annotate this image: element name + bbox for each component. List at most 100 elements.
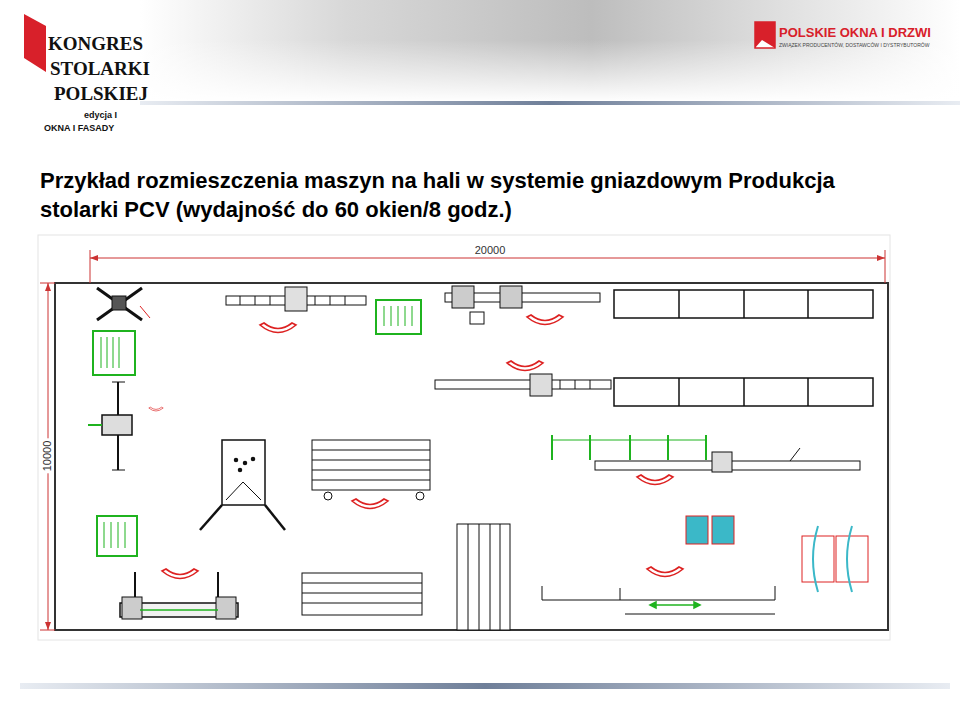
- dimension-arrows: [45, 255, 885, 630]
- wheel: [324, 492, 332, 500]
- machine-part: [112, 382, 125, 383]
- rack: [457, 524, 510, 630]
- vertical-machine: [88, 382, 132, 470]
- work-table: [376, 300, 421, 334]
- rail: [552, 440, 706, 441]
- arrowhead: [877, 255, 885, 261]
- grid-line: [125, 522, 126, 548]
- dot: [235, 459, 238, 462]
- assembly-posts: [552, 435, 706, 460]
- wheel: [416, 492, 424, 500]
- hall-wall: [55, 283, 888, 630]
- logo-subtitle: ZWIĄZEK PRODUCENTÓW, DOSTAWCÓW I DYSTRYB…: [779, 43, 929, 48]
- extension-line: [90, 250, 91, 283]
- logo-flag-fill: [755, 22, 775, 48]
- rack: [614, 378, 873, 406]
- rack-divider: [678, 290, 680, 318]
- machine-head: [712, 452, 732, 472]
- bench-leg: [265, 505, 285, 530]
- machine-part: [112, 296, 126, 310]
- arrowhead: [45, 283, 51, 291]
- bench-part: [226, 482, 261, 500]
- rack-divider: [743, 290, 745, 318]
- window: [712, 516, 734, 544]
- header-fade: [140, 40, 960, 102]
- operator-symbol: [149, 407, 163, 411]
- logo-word: STOLARKI: [50, 59, 150, 78]
- rack-divider: [807, 290, 809, 318]
- segment: [270, 296, 271, 305]
- operator-symbol: [352, 499, 388, 509]
- rail: [542, 586, 775, 600]
- profile-rack: [302, 573, 422, 615]
- extension-line: [885, 250, 886, 283]
- machine-marks: [140, 306, 150, 318]
- window: [836, 536, 868, 582]
- segment: [575, 380, 576, 389]
- grid-line: [384, 306, 385, 326]
- logo-subtitle: OKNA I FASADY: [44, 124, 114, 133]
- machine-part: [216, 597, 236, 619]
- header-rule: [140, 101, 960, 105]
- dimension-label: 10000: [42, 439, 53, 474]
- post: [551, 435, 553, 460]
- logo-wedge: [24, 14, 46, 72]
- slide-title: Przykład rozmieszczenia maszyn na hali w…: [40, 166, 890, 224]
- window: [686, 516, 708, 544]
- segment: [315, 296, 316, 305]
- table-grid: [101, 306, 412, 548]
- machine-part: [88, 424, 102, 426]
- plan-frame: [38, 235, 890, 640]
- dimension-line: [90, 258, 885, 259]
- segment: [345, 296, 346, 305]
- window-stand: [802, 526, 868, 592]
- grid-line: [111, 522, 112, 548]
- work-table: [93, 331, 135, 375]
- glazing-line: [595, 448, 860, 472]
- operator-symbol: [637, 475, 673, 485]
- dimension-lines: [40, 250, 885, 630]
- segment: [255, 296, 256, 305]
- logo-word: POLSKIEJ: [54, 84, 148, 103]
- cleaning-line: [435, 374, 611, 396]
- segment: [590, 380, 591, 389]
- post: [667, 435, 669, 460]
- work-tables: [93, 300, 421, 556]
- rack-divider: [807, 378, 809, 406]
- operator-symbol: [260, 323, 296, 333]
- grid-line: [412, 306, 413, 326]
- machine-part: [140, 609, 218, 611]
- machine-part: [790, 448, 800, 461]
- dot: [252, 458, 255, 461]
- machine-part: [470, 312, 484, 324]
- flow-arrows: [650, 602, 700, 608]
- dot: [239, 469, 242, 472]
- grid-line: [118, 522, 119, 548]
- table: [312, 440, 430, 490]
- grid-line: [398, 306, 399, 326]
- welder: [445, 286, 600, 324]
- rack-divider: [743, 378, 745, 406]
- extension-line: [40, 630, 55, 631]
- machine-part: [122, 597, 142, 619]
- operator-symbol: [162, 569, 198, 579]
- operator-symbol: [647, 567, 683, 577]
- machine-part: [140, 306, 150, 318]
- arrow-shaft: [650, 604, 700, 606]
- corner-machine: [97, 288, 142, 320]
- arrowhead: [90, 255, 98, 261]
- extension-line: [40, 283, 55, 284]
- window: [802, 536, 834, 582]
- segment: [240, 296, 241, 305]
- arrowhead: [650, 602, 656, 608]
- grid-line: [107, 337, 108, 368]
- grid-line: [101, 337, 102, 368]
- machine-part: [102, 415, 132, 435]
- glass-arc: [847, 526, 852, 592]
- arrowhead: [694, 602, 700, 608]
- grid-line: [104, 522, 105, 548]
- conveyor: [435, 380, 611, 389]
- finished-windows: [686, 516, 734, 544]
